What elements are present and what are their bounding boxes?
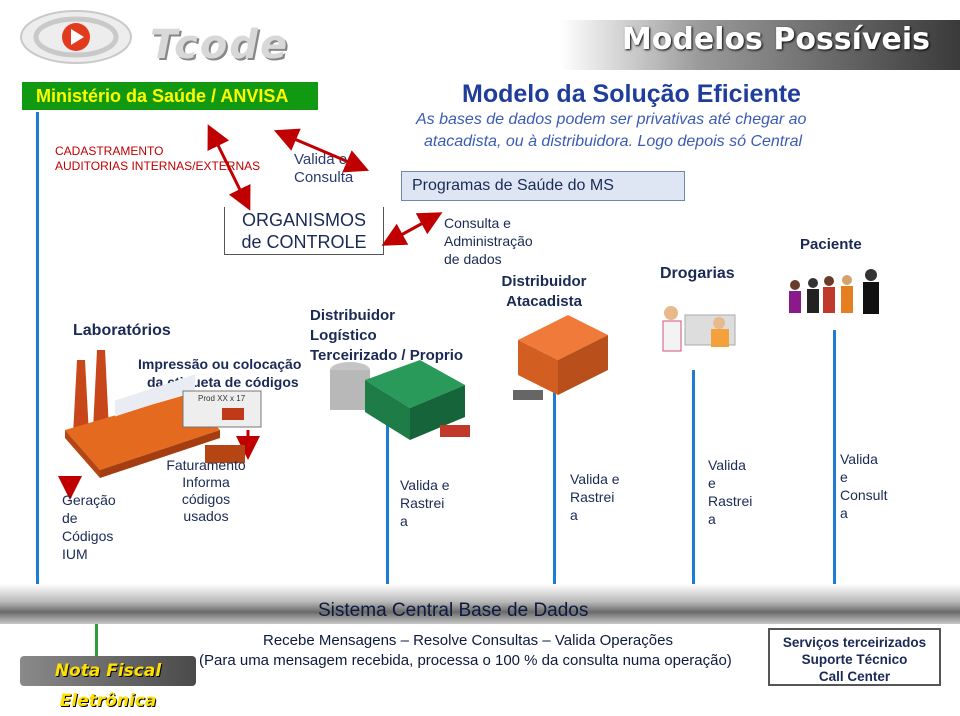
vline-ministry [36, 112, 39, 590]
valida-rastreia-2: Valida e Rastrei a [570, 470, 620, 524]
central-band [0, 584, 960, 624]
faturamento-l2: Informa [182, 474, 230, 490]
geracao-l1: Geração [62, 492, 116, 508]
dist-logistico-l2: Logístico [310, 327, 377, 344]
services-box: Serviços terceirizados Suporte Técnico C… [768, 628, 941, 686]
faturamento-l3: códigos [181, 491, 231, 507]
faturamento-label: Faturamento Informa códigos usados [160, 457, 252, 525]
dist-logistico-l1: Distribuidor [310, 307, 395, 324]
vline-dist-atacadista [553, 385, 556, 588]
ministry-box: Ministério da Saúde / ANVISA [22, 82, 318, 110]
arrow-org-programs [381, 212, 443, 246]
valida-rastreia-1-l3: a [400, 513, 408, 529]
valida-consulta-l2: Consulta [294, 169, 354, 186]
model-title: Modelo da Solução Eficiente [462, 80, 801, 108]
vline-drogarias [692, 370, 695, 588]
faturamento-l4: usados [183, 508, 229, 524]
central-line2: (Para uma mensagem recebida, processa o … [199, 652, 732, 669]
geracao-codigos-label: Geração de Códigos IUM [62, 491, 116, 563]
pharmacy-scene-icon [662, 306, 736, 352]
org-controle-line1: ORGANISMOS [241, 210, 366, 230]
valida-rastreia-3: Valida e Rastrei a [708, 456, 752, 528]
model-subtitle-l2: atacadista, ou à distribuidora. Logo dep… [424, 133, 803, 150]
code-label-text: Prod XX x 17 [198, 394, 246, 403]
valida-rastreia-3-l1: Valida [708, 457, 746, 473]
valida-rastreia-3-l2: e [708, 475, 716, 491]
code-label-icon [182, 390, 262, 428]
valida-consulta-bottom-l4: a [840, 505, 848, 521]
valida-rastreia-2-l2: Rastrei [570, 489, 615, 505]
tcode-logo-icon [20, 10, 132, 64]
consulta-adm-l1: Consulta e [444, 215, 511, 231]
logo-text: Tcode [150, 22, 290, 68]
org-controle-line2: de CONTROLE [241, 232, 367, 252]
vline-dist-logistico [386, 400, 389, 588]
laboratorios-label: Laboratórios [73, 322, 171, 339]
factory-icon [65, 350, 245, 478]
consulta-adm-l3: de dados [444, 251, 502, 267]
arrow-ministry-valida [273, 128, 370, 173]
services-l2: Suporte Técnico [801, 652, 908, 667]
dist-atacadista-l2: Atacadista [506, 293, 582, 310]
model-subtitle-l1: As bases de dados podem ser privativas a… [416, 111, 807, 128]
org-controle-box: ORGANISMOS de CONTROLE [224, 207, 384, 255]
valida-rastreia-2-l3: a [570, 507, 578, 523]
impressao-l1: Impressão ou colocação [138, 356, 302, 372]
consulta-adm-l2: Administração [444, 233, 533, 249]
faturamento-l1: Faturamento [166, 457, 246, 473]
valida-consulta-bottom-l2: e [840, 469, 848, 485]
valida-rastreia-3-l4: a [708, 511, 716, 527]
valida-consulta-bottom-l1: Valida [840, 451, 878, 467]
warehouse-atacadista-icon [513, 315, 608, 400]
programs-box: Programas de Saúde do MS [401, 171, 685, 201]
nfe-logo: Nota Fiscal Eletrônica [20, 656, 196, 711]
patients-group-icon [789, 269, 879, 314]
valida-rastreia-1: Valida e Rastrei a [400, 476, 450, 530]
services-l1: Serviços terceirizados [782, 635, 927, 650]
dist-logistico-l3: Terceirizado / Proprio [310, 347, 464, 364]
geracao-l4: IUM [62, 546, 88, 562]
vline-nfe [95, 600, 98, 658]
drogarias-label: Drogarias [660, 265, 735, 282]
geracao-l2: de [62, 510, 78, 526]
valida-rastreia-1-l2: Rastrei [400, 495, 445, 511]
dist-atacadista-text: Distribuidor Atacadista [498, 272, 590, 312]
geracao-l3: Códigos [62, 528, 114, 544]
vline-paciente [833, 330, 836, 588]
valida-rastreia-3-l3: Rastrei [708, 493, 753, 509]
arrow-ministry-org [207, 124, 251, 211]
central-title: Sistema Central Base de Dados [318, 600, 589, 621]
valida-rastreia-1-l1: Valida e [400, 477, 450, 493]
header-band [560, 20, 960, 70]
valida-consulta-bottom: Valida e Consult a [840, 450, 887, 522]
paciente-label: Paciente [800, 236, 862, 253]
valida-consulta-bottom-l3: Consult [840, 487, 888, 503]
central-line1: Recebe Mensagens – Resolve Consultas – V… [263, 632, 673, 649]
dist-atacadista-l1: Distribuidor [501, 273, 587, 290]
arrows-layer [58, 124, 443, 500]
valida-rastreia-2-l1: Valida e [570, 471, 620, 487]
services-l3: Call Center [818, 669, 891, 684]
warehouse-logistico-icon [330, 360, 470, 440]
dist-logistico-text: Distribuidor Logístico Terceirizado / Pr… [310, 306, 463, 366]
consulta-adm-text: Consulta e Administração de dados [444, 214, 533, 268]
cadastramento-label: CADASTRAMENTO [55, 144, 164, 158]
page-title: Modelos Possíveis [621, 22, 930, 57]
